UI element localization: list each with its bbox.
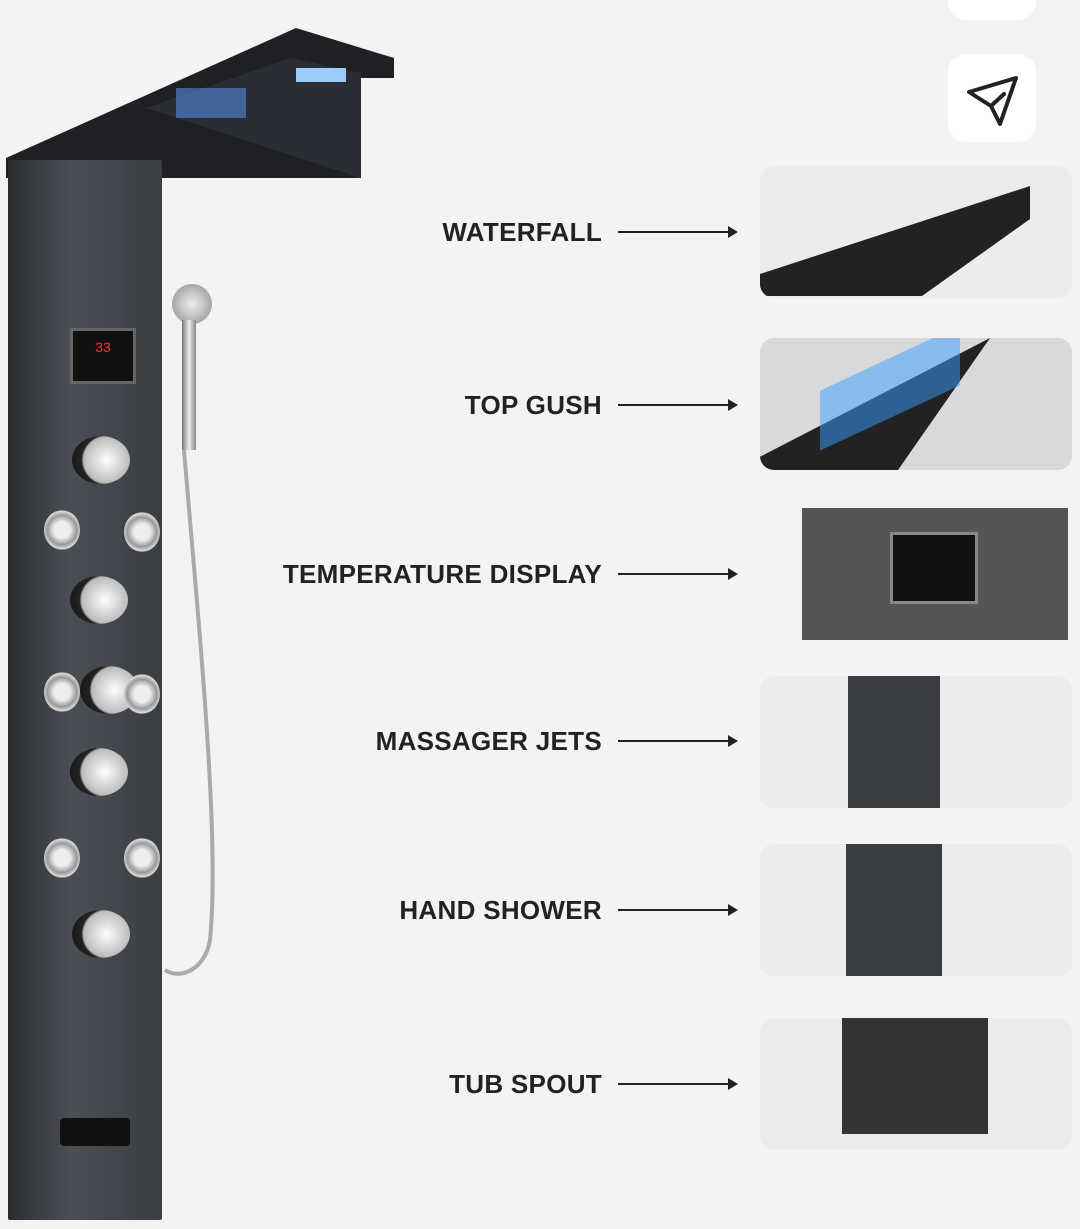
arrow-icon <box>618 399 738 411</box>
feature-label-temperature-display: TEMPERATURE DISPLAY <box>282 559 602 589</box>
hand-shower-head <box>172 284 212 324</box>
tub-spout-thumbnail <box>760 1018 1072 1150</box>
arrow-icon <box>618 904 738 916</box>
arrow-icon <box>618 735 738 747</box>
share-button[interactable] <box>948 54 1036 142</box>
top-gush-thumbnail <box>760 338 1072 470</box>
hand-shower-thumbnail <box>760 844 1072 976</box>
feature-label-top-gush: TOP GUSH <box>464 390 602 420</box>
paper-plane-icon <box>967 76 1018 126</box>
temperature-display-thumbnail <box>802 508 1068 640</box>
waterfall-head <box>6 28 394 178</box>
more-button[interactable] <box>948 0 1036 20</box>
arrow-icon <box>618 568 738 580</box>
feature-label-massager-jets: MASSAGER JETS <box>375 726 602 756</box>
temperature-display: 33 <box>70 328 136 384</box>
massager-jets-thumbnail <box>760 676 1072 808</box>
shower-hose <box>163 449 215 976</box>
tub-spout <box>60 1118 130 1146</box>
feature-label-hand-shower: HAND SHOWER <box>399 895 602 925</box>
feature-label-waterfall: WATERFALL <box>442 217 602 247</box>
waterfall-thumbnail <box>760 166 1072 298</box>
temperature-value: 33 <box>95 339 111 355</box>
arrow-icon <box>618 226 738 238</box>
feature-label-tub-spout: TUB SPOUT <box>449 1069 602 1099</box>
arrow-icon <box>618 1078 738 1090</box>
